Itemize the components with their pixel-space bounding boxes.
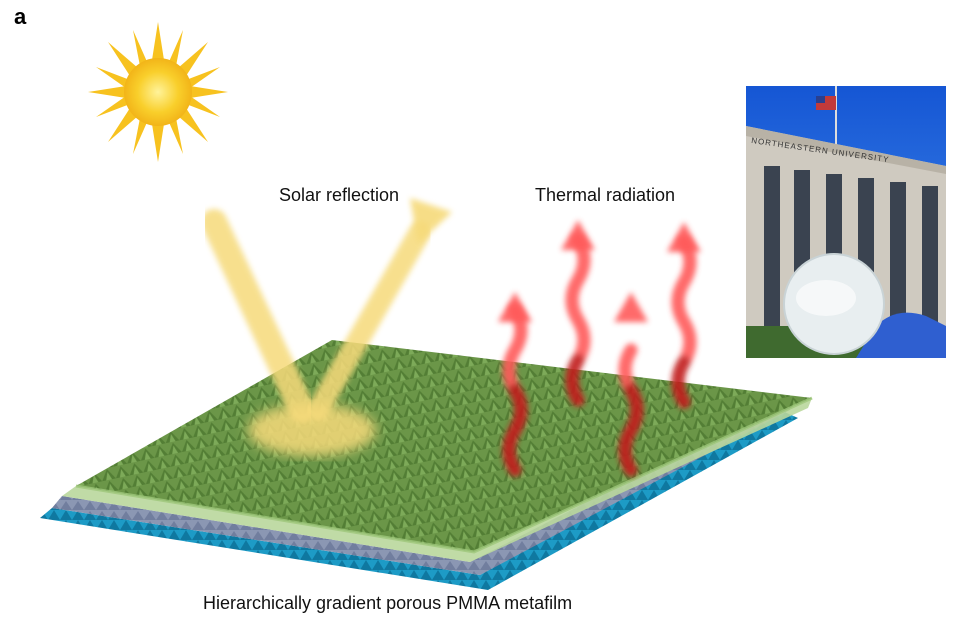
sun-icon xyxy=(88,22,228,162)
panel-label: a xyxy=(14,4,27,29)
metafilm-layers xyxy=(40,340,813,590)
solar-reflection-beams xyxy=(201,198,452,456)
solar-reflection-label: Solar reflection xyxy=(279,185,400,205)
thermal-radiation-waves xyxy=(498,220,701,477)
sample-photo: NORTHEASTERN UNIVERSITY xyxy=(746,86,946,358)
thermal-radiation-label: Thermal radiation xyxy=(535,185,676,205)
metafilm-caption: Hierarchically gradient porous PMMA meta… xyxy=(203,593,573,613)
